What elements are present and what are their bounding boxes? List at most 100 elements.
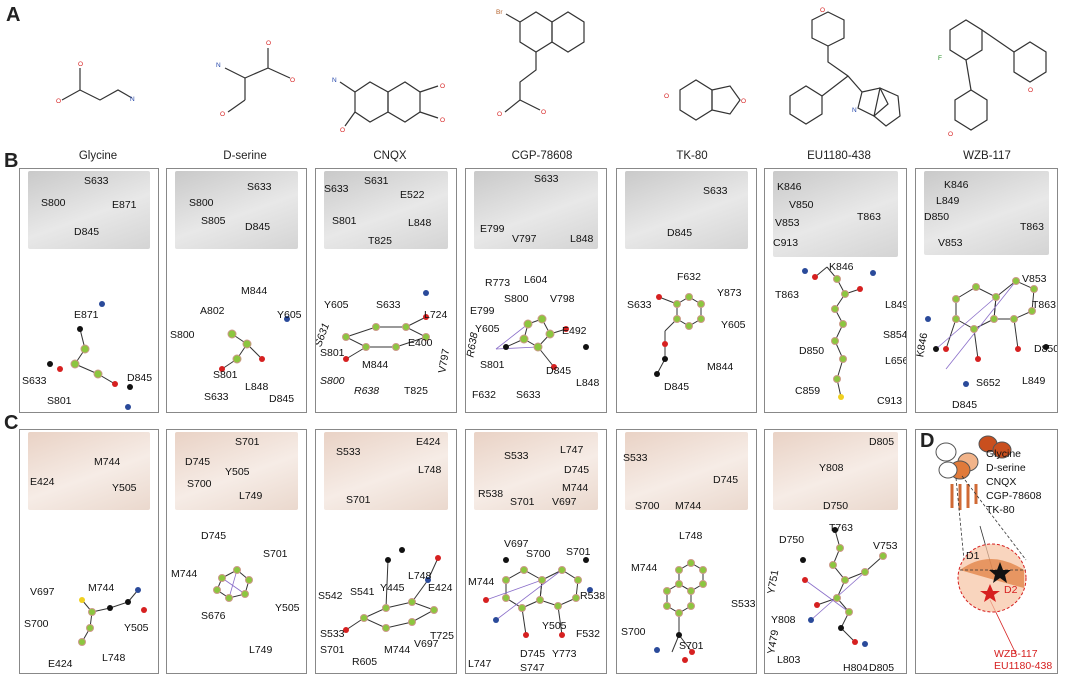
svg-text:O: O	[741, 98, 746, 105]
svg-text:O: O	[220, 111, 225, 118]
svg-text:O: O	[541, 109, 546, 116]
panel-b5: S633 D845 F632 Y873 S633 Y605 M844 D845	[616, 168, 757, 413]
molecule-name: WZB-117	[963, 150, 1011, 162]
residue-label: E424	[48, 658, 73, 670]
binding-site-structure	[625, 171, 748, 249]
svg-text:N: N	[332, 77, 337, 84]
residue-label: L748	[418, 464, 442, 476]
residue-label: L724	[424, 309, 448, 321]
residue-label: Y808	[771, 614, 796, 626]
interaction-map	[78, 587, 147, 646]
interaction-map	[802, 266, 876, 400]
residue-label: D845	[127, 372, 153, 384]
residue-label: Y505	[112, 482, 137, 494]
svg-text:O: O	[440, 83, 445, 90]
residue-label: S801	[47, 395, 72, 407]
svg-text:N: N	[130, 96, 135, 103]
residue-label: Y445	[380, 582, 405, 594]
residue-label: S701	[263, 548, 288, 560]
binding-site-structure	[28, 432, 150, 510]
section-label-c: C	[4, 412, 19, 434]
residue-label: M744	[88, 582, 115, 594]
svg-text:O: O	[497, 111, 502, 118]
binding-site-structure	[474, 432, 598, 510]
residue-label: Y605	[721, 319, 746, 331]
residue-label: S800	[189, 197, 214, 209]
residue-label: D745	[185, 456, 211, 468]
svg-text:O: O	[56, 98, 61, 105]
panel-b2: S633 S800 S805 D845 M844 A802 Y605 S800 …	[166, 168, 307, 413]
residue-label: L748	[679, 530, 703, 542]
residue-label: S652	[976, 377, 1001, 389]
residue-label: E871	[112, 199, 137, 211]
residue-label: D805	[869, 436, 895, 448]
section-label-a: A	[6, 4, 21, 26]
residue-label: M744	[562, 482, 589, 494]
residue-label: S633	[324, 183, 349, 195]
residue-label: Y605	[324, 299, 349, 311]
residue-label: L849	[885, 299, 907, 311]
residue-label: S805	[201, 215, 226, 227]
residue-label: M744	[384, 644, 411, 656]
residue-label: S747	[520, 662, 545, 674]
molecule-name: CNQX	[373, 150, 407, 162]
interaction-map	[925, 277, 1049, 387]
residue-label: K846	[944, 179, 969, 191]
residue-label: M744	[94, 456, 121, 468]
residue-label: D850	[1034, 343, 1058, 355]
residue-label: L848	[570, 233, 594, 245]
residue-label: L604	[524, 274, 548, 286]
residue-label: V850	[789, 199, 814, 211]
residue-label: M844	[241, 285, 268, 297]
residue-label: L748	[408, 570, 432, 582]
residue-label: D845	[546, 365, 572, 377]
residue-label: V853	[938, 237, 963, 249]
residue-label: L747	[560, 444, 584, 456]
panel-c2: S701 D745 Y505 S700 L749 D745 S701 M744 …	[166, 429, 307, 674]
panel-c4: L747 S533 D745 M744 R538 S701 V697 V697 …	[465, 429, 607, 674]
residue-label: S633	[22, 375, 47, 387]
svg-text:F: F	[938, 55, 942, 62]
residue-label: S700	[621, 626, 646, 638]
ligand-label: D-serine	[986, 462, 1026, 474]
residue-label: L848	[576, 377, 600, 389]
residue-label: M744	[468, 576, 495, 588]
residue-label: S701	[346, 494, 371, 506]
section-label-d: D	[920, 430, 935, 452]
binding-site-structure	[924, 171, 1049, 255]
binding-site-structure	[474, 171, 598, 249]
ligand-label: Glycine	[986, 448, 1022, 460]
ligand-label: CGP-78608	[986, 490, 1042, 502]
residue-label: E799	[480, 223, 505, 235]
residue-label: V797	[512, 233, 537, 245]
interaction-map	[343, 547, 441, 633]
residue-label: S533	[623, 452, 648, 464]
panel-c3: E424 S533 L748 S701 S542 S541 Y445 L748 …	[315, 429, 457, 674]
residue-label: S633	[376, 299, 401, 311]
svg-text:O: O	[266, 40, 271, 47]
residue-label: D845	[664, 381, 690, 393]
residue-label: S633	[534, 173, 559, 185]
residue-label: S701	[235, 436, 260, 448]
ligand-label: TK-80	[986, 504, 1015, 516]
binding-site-structure	[324, 171, 448, 249]
residue-label: S800	[504, 293, 529, 305]
residue-label: E424	[428, 582, 453, 594]
residue-label: H804	[843, 662, 869, 674]
residue-label: K846	[829, 261, 854, 273]
interaction-map	[495, 314, 589, 370]
residue-label: D750	[823, 500, 849, 512]
residue-label: L848	[245, 381, 269, 393]
residue-label: E424	[30, 476, 55, 488]
svg-text:O: O	[440, 117, 445, 124]
residue-label: S700	[187, 478, 212, 490]
residue-label: T863	[1032, 299, 1056, 311]
residue-label: D850	[924, 211, 950, 223]
residue-label: D745	[201, 530, 227, 542]
residue-label: V697	[30, 586, 55, 598]
svg-text:O: O	[340, 127, 345, 134]
residue-label: D845	[74, 226, 100, 238]
binding-site-structure	[175, 171, 298, 249]
molecule-name: D-serine	[223, 150, 267, 162]
residue-label: S854	[883, 329, 907, 341]
